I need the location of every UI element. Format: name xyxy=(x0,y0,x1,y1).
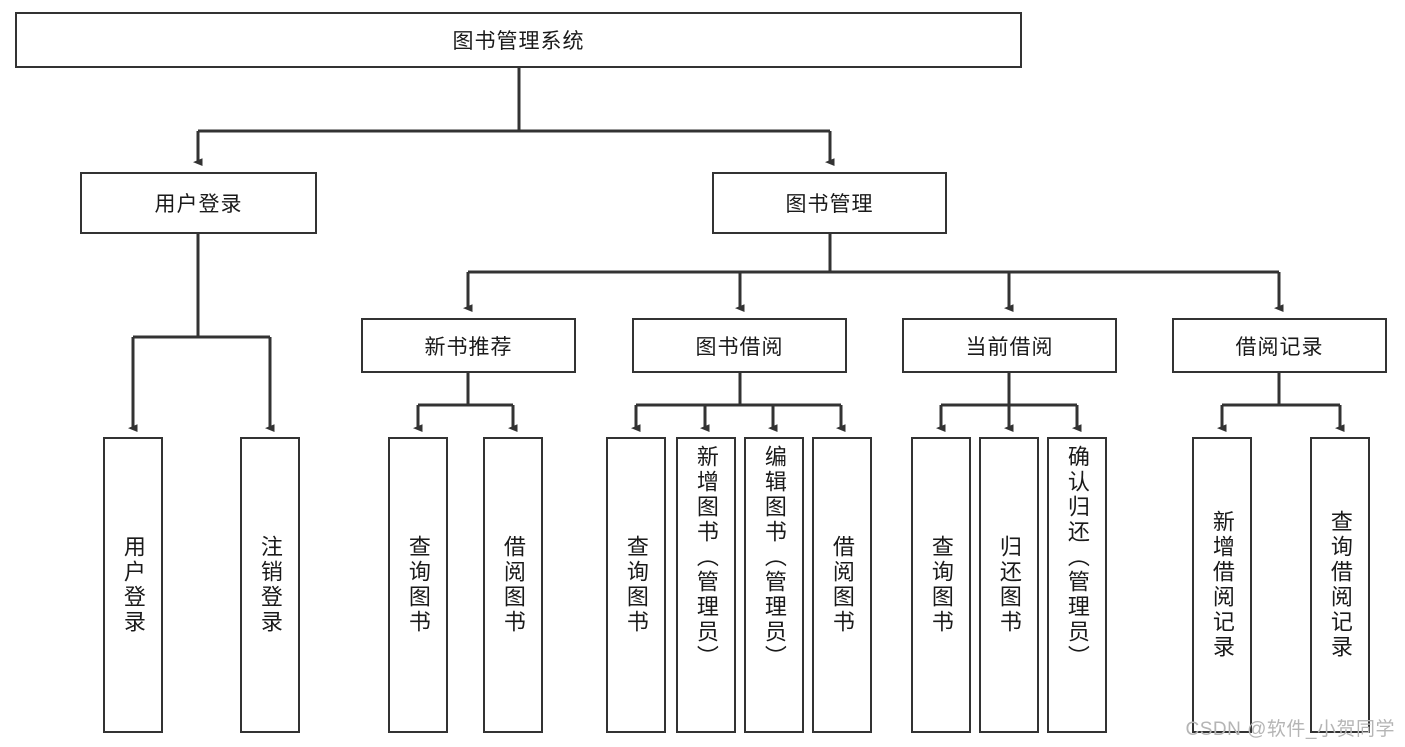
node-leaf-edit-book[interactable]: 编辑图书（管理员） xyxy=(744,437,804,733)
node-leaf-query-book-3-label: 查询图书 xyxy=(928,535,954,635)
node-leaf-edit-book-label: 编辑图书（管理员） xyxy=(761,445,787,670)
node-leaf-query-record-label: 查询借阅记录 xyxy=(1327,510,1353,660)
node-book-management[interactable]: 图书管理 xyxy=(712,172,947,234)
node-leaf-add-record-label: 新增借阅记录 xyxy=(1209,510,1235,660)
node-leaf-query-book-1-label: 查询图书 xyxy=(405,535,431,635)
node-borrow-record[interactable]: 借阅记录 xyxy=(1172,318,1387,373)
node-leaf-user-login[interactable]: 用户登录 xyxy=(103,437,163,733)
node-book-borrow[interactable]: 图书借阅 xyxy=(632,318,847,373)
node-leaf-add-book-label: 新增图书（管理员） xyxy=(693,445,719,670)
node-leaf-logout-login[interactable]: 注销登录 xyxy=(240,437,300,733)
node-leaf-query-book-1[interactable]: 查询图书 xyxy=(388,437,448,733)
node-leaf-query-record[interactable]: 查询借阅记录 xyxy=(1310,437,1370,733)
node-leaf-user-login-label: 用户登录 xyxy=(120,535,146,635)
node-user-login-label: 用户登录 xyxy=(154,193,243,216)
node-leaf-add-record[interactable]: 新增借阅记录 xyxy=(1192,437,1252,733)
node-root-label: 图书管理系统 xyxy=(452,30,585,53)
node-book-management-label: 图书管理 xyxy=(785,193,874,216)
node-leaf-borrow-book-2[interactable]: 借阅图书 xyxy=(812,437,872,733)
node-current-borrow-label: 当前借阅 xyxy=(965,335,1054,359)
node-leaf-borrow-book-2-label: 借阅图书 xyxy=(829,535,855,635)
node-leaf-confirm-return-label: 确认归还（管理员） xyxy=(1064,445,1090,670)
node-borrow-record-label: 借阅记录 xyxy=(1235,335,1324,359)
node-leaf-query-book-3[interactable]: 查询图书 xyxy=(911,437,971,733)
node-leaf-return-book-label: 归还图书 xyxy=(996,535,1022,635)
node-current-borrow[interactable]: 当前借阅 xyxy=(902,318,1117,373)
node-leaf-borrow-book-1-label: 借阅图书 xyxy=(500,535,526,635)
node-leaf-logout-login-label: 注销登录 xyxy=(257,535,283,635)
node-leaf-add-book[interactable]: 新增图书（管理员） xyxy=(676,437,736,733)
node-leaf-query-book-2-label: 查询图书 xyxy=(623,535,649,635)
node-leaf-borrow-book-1[interactable]: 借阅图书 xyxy=(483,437,543,733)
node-root[interactable]: 图书管理系统 xyxy=(15,12,1022,68)
node-user-login[interactable]: 用户登录 xyxy=(80,172,317,234)
node-new-book-recommend[interactable]: 新书推荐 xyxy=(361,318,576,373)
watermark-text: CSDN @软件_小贺同学 xyxy=(1185,719,1395,740)
node-new-book-recommend-label: 新书推荐 xyxy=(424,335,513,359)
node-book-borrow-label: 图书借阅 xyxy=(695,335,784,359)
node-leaf-confirm-return[interactable]: 确认归还（管理员） xyxy=(1047,437,1107,733)
node-leaf-return-book[interactable]: 归还图书 xyxy=(979,437,1039,733)
node-leaf-query-book-2[interactable]: 查询图书 xyxy=(606,437,666,733)
